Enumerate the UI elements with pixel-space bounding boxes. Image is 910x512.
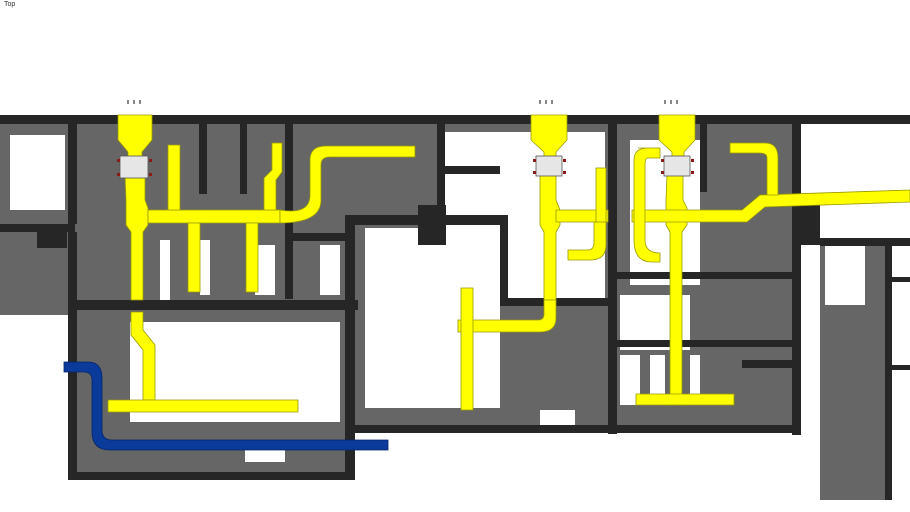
- wall: [500, 298, 615, 306]
- wall: [617, 340, 792, 347]
- wall: [617, 272, 792, 279]
- air-handling-units-layer[interactable]: [117, 155, 694, 179]
- hanger-icon: [661, 171, 664, 174]
- return-duct-layer[interactable]: [63, 361, 389, 451]
- hanger-icon: [149, 159, 152, 162]
- wall: [240, 124, 247, 194]
- room-opening: [200, 240, 210, 295]
- wall: [890, 277, 910, 282]
- wall: [890, 365, 910, 370]
- wall: [355, 425, 615, 433]
- supply-duct-layer[interactable]: [107, 114, 910, 413]
- supply-duct-segment[interactable]: [460, 287, 474, 411]
- supply-duct-segment[interactable]: [631, 189, 910, 223]
- supply-duct-segment[interactable]: [167, 144, 181, 211]
- stack-marker-icon: [676, 100, 678, 104]
- room-opening: [895, 255, 910, 330]
- stack-marker-icon: [545, 100, 547, 104]
- supply-duct-segment[interactable]: [279, 145, 416, 224]
- room-opening: [255, 245, 275, 295]
- wall: [796, 205, 820, 245]
- air-handling-unit[interactable]: [119, 155, 149, 179]
- supply-duct-segment[interactable]: [539, 174, 561, 301]
- wall: [199, 124, 207, 194]
- hanger-icon: [533, 159, 536, 162]
- wall: [68, 472, 353, 480]
- wall: [288, 233, 345, 241]
- wall: [37, 224, 67, 248]
- supply-duct-segment[interactable]: [635, 393, 735, 406]
- supply-duct-segment[interactable]: [555, 209, 609, 223]
- room-opening: [10, 135, 65, 210]
- room-opening: [160, 240, 170, 300]
- wall: [700, 124, 707, 192]
- room-opening: [895, 350, 910, 500]
- wall: [0, 115, 910, 124]
- stack-marker-icon: [664, 100, 666, 104]
- wall: [445, 166, 500, 174]
- wall: [500, 215, 508, 305]
- stack-marker-icon: [539, 100, 541, 104]
- hanger-icon: [117, 173, 120, 176]
- stack-marker-icon: [139, 100, 141, 104]
- hanger-icon: [117, 159, 120, 162]
- wall: [437, 124, 445, 214]
- air-handling-unit[interactable]: [663, 155, 691, 177]
- room-opening: [620, 355, 640, 405]
- wall: [68, 232, 77, 477]
- supply-duct-segment[interactable]: [595, 167, 607, 223]
- hanger-icon: [563, 171, 566, 174]
- supply-duct-segment[interactable]: [245, 222, 259, 293]
- hanger-icon: [563, 159, 566, 162]
- supply-duct-segment[interactable]: [457, 299, 557, 333]
- hanger-icon: [691, 171, 694, 174]
- supply-duct-segment[interactable]: [124, 174, 149, 301]
- stack-marker-icon: [127, 100, 129, 104]
- room-opening: [650, 355, 665, 405]
- wall: [68, 300, 358, 310]
- room-opening: [825, 245, 865, 305]
- supply-duct-segment[interactable]: [187, 222, 201, 293]
- supply-duct-segment[interactable]: [147, 209, 281, 224]
- wall: [742, 360, 792, 368]
- wall: [608, 124, 617, 434]
- walls-layer: [0, 115, 910, 500]
- hanger-icon: [661, 159, 664, 162]
- wall: [68, 124, 77, 224]
- hanger-icon: [149, 173, 152, 176]
- supply-duct-segment[interactable]: [263, 142, 283, 211]
- room-opening: [320, 245, 340, 295]
- wall: [792, 115, 801, 435]
- stack-marker-icon: [551, 100, 553, 104]
- supply-duct-segment[interactable]: [633, 147, 661, 263]
- stack-markers-layer: [127, 100, 678, 104]
- wall: [820, 238, 910, 246]
- room-opening: [540, 410, 575, 425]
- hanger-icon: [533, 171, 536, 174]
- air-handling-unit[interactable]: [535, 155, 563, 177]
- return-duct-segment[interactable]: [63, 361, 389, 451]
- room-opening: [245, 450, 285, 462]
- stack-marker-icon: [133, 100, 135, 104]
- supply-duct-segment[interactable]: [729, 142, 779, 196]
- room-opening: [690, 355, 700, 395]
- wall: [617, 425, 797, 433]
- supply-duct-segment[interactable]: [107, 399, 299, 413]
- hanger-icon: [691, 159, 694, 162]
- view-label: Top: [4, 1, 16, 8]
- wall: [345, 215, 355, 480]
- wall: [885, 238, 892, 500]
- supply-duct-segment[interactable]: [567, 221, 607, 261]
- stack-marker-icon: [670, 100, 672, 104]
